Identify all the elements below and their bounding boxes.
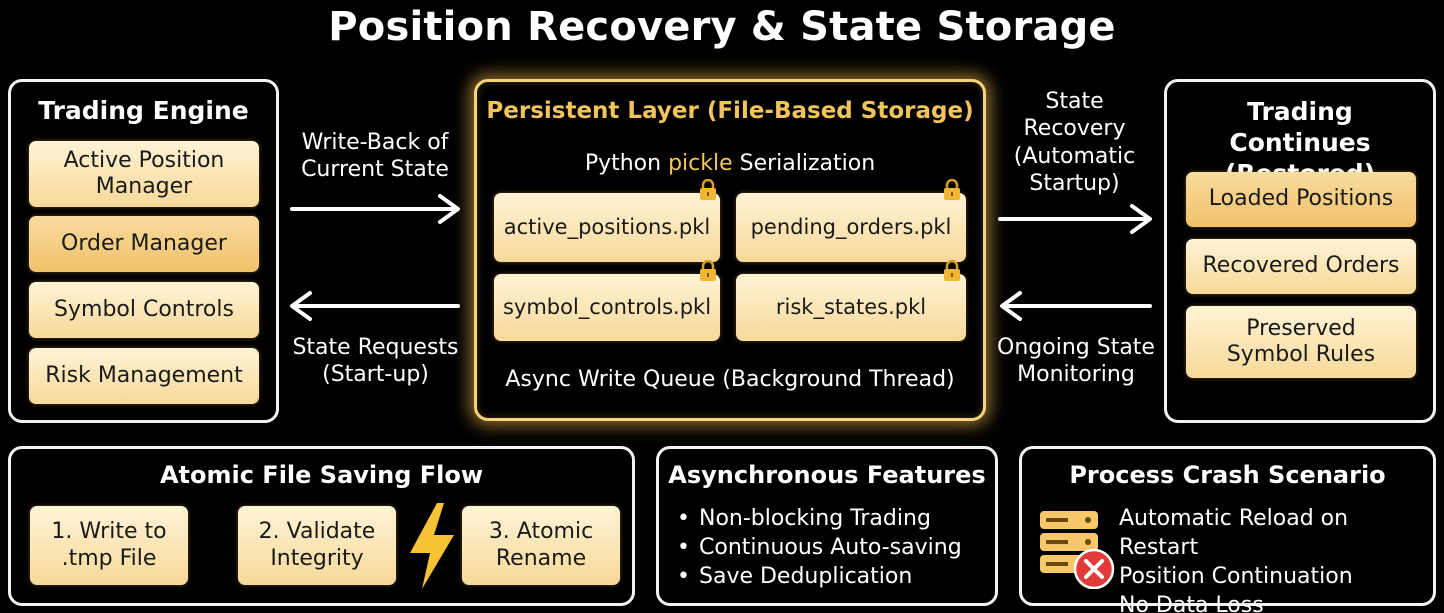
async-features-panel: Asynchronous Features •Non-blocking Trad… — [656, 446, 998, 606]
engine-item-risk-management: Risk Management — [29, 348, 259, 404]
atomic-saving-panel: Atomic File Saving Flow 1. Write to .tmp… — [8, 446, 635, 606]
async-write-queue-label: Async Write Queue (Background Thread) — [505, 367, 955, 392]
server-error-icon — [1040, 511, 1115, 589]
crash-scenario-panel: Process Crash Scenario Automatic Reload … — [1019, 446, 1436, 613]
engine-item-label: Active Position Manager — [63, 147, 225, 199]
crash-scenario-title: Process Crash Scenario — [1069, 461, 1386, 489]
trading-engine-panel: Trading Engine Active Position Manager O… — [8, 79, 279, 423]
file-active-positions: active_positions.pkl — [494, 193, 720, 262]
file-symbol-controls: symbol_controls.pkl — [494, 274, 720, 341]
list-item: •Non-blocking Trading — [677, 506, 931, 531]
list-item: Automatic Reload on Restart — [1119, 506, 1349, 560]
engine-item-label: Risk Management — [45, 362, 243, 388]
list-item: No Data Loss — [1119, 593, 1264, 613]
engine-item-label: Order Manager — [61, 230, 227, 256]
persistent-layer-title: Persistent Layer (File-Based Storage) — [486, 98, 974, 124]
page-title: Position Recovery & State Storage — [328, 4, 1116, 50]
list-item: •Save Deduplication — [677, 564, 913, 589]
restored-item-preserved-symbol-rules: Preserved Symbol Rules — [1186, 306, 1416, 378]
arrow-state-requests — [290, 291, 460, 321]
lightning-icon — [410, 503, 454, 589]
engine-item-label: Symbol Controls — [54, 296, 234, 322]
write-back-label: Write-Back of Current State — [301, 130, 449, 183]
trading-continues-panel: Trading Continues (Restored) Loaded Posi… — [1164, 79, 1436, 423]
serialization-label: Python pickle Serialization — [584, 151, 876, 176]
engine-item-active-position-manager: Active Position Manager — [29, 141, 259, 207]
file-risk-states: risk_states.pkl — [736, 274, 966, 341]
trading-engine-title: Trading Engine — [38, 96, 249, 125]
atomic-step-write-tmp: 1. Write to .tmp File — [30, 506, 188, 585]
atomic-step-validate: 2. Validate Integrity — [238, 506, 396, 585]
atomic-saving-title: Atomic File Saving Flow — [159, 461, 484, 489]
async-features-list: •Non-blocking Trading •Continuous Auto-s… — [677, 504, 962, 591]
persistent-layer-panel: Persistent Layer (File-Based Storage) Py… — [474, 79, 986, 421]
restored-item-loaded-positions: Loaded Positions — [1186, 172, 1416, 227]
file-pending-orders: pending_orders.pkl — [736, 193, 966, 262]
arrow-state-recovery — [998, 204, 1152, 234]
lock-icon — [700, 260, 716, 281]
list-item: Position Continuation — [1119, 564, 1353, 589]
crash-scenario-list: Automatic Reload on Restart Position Con… — [1119, 504, 1433, 613]
restored-item-recovered-orders: Recovered Orders — [1186, 239, 1416, 294]
engine-item-symbol-controls: Symbol Controls — [29, 282, 259, 338]
lock-icon — [944, 260, 960, 281]
state-requests-label: State Requests (Start-up) — [292, 335, 459, 388]
ongoing-monitoring-label: Ongoing State Monitoring — [997, 335, 1155, 388]
lock-icon — [700, 179, 716, 200]
atomic-step-rename: 3. Atomic Rename — [462, 506, 620, 585]
async-features-title: Asynchronous Features — [668, 461, 986, 489]
list-item: •Continuous Auto-saving — [677, 535, 962, 560]
lock-icon — [944, 179, 960, 200]
state-recovery-label: State Recovery (Automatic Startup) — [1013, 89, 1136, 196]
engine-item-order-manager: Order Manager — [29, 216, 259, 272]
arrow-write-back — [290, 194, 460, 224]
arrow-ongoing-monitoring — [1000, 291, 1152, 321]
